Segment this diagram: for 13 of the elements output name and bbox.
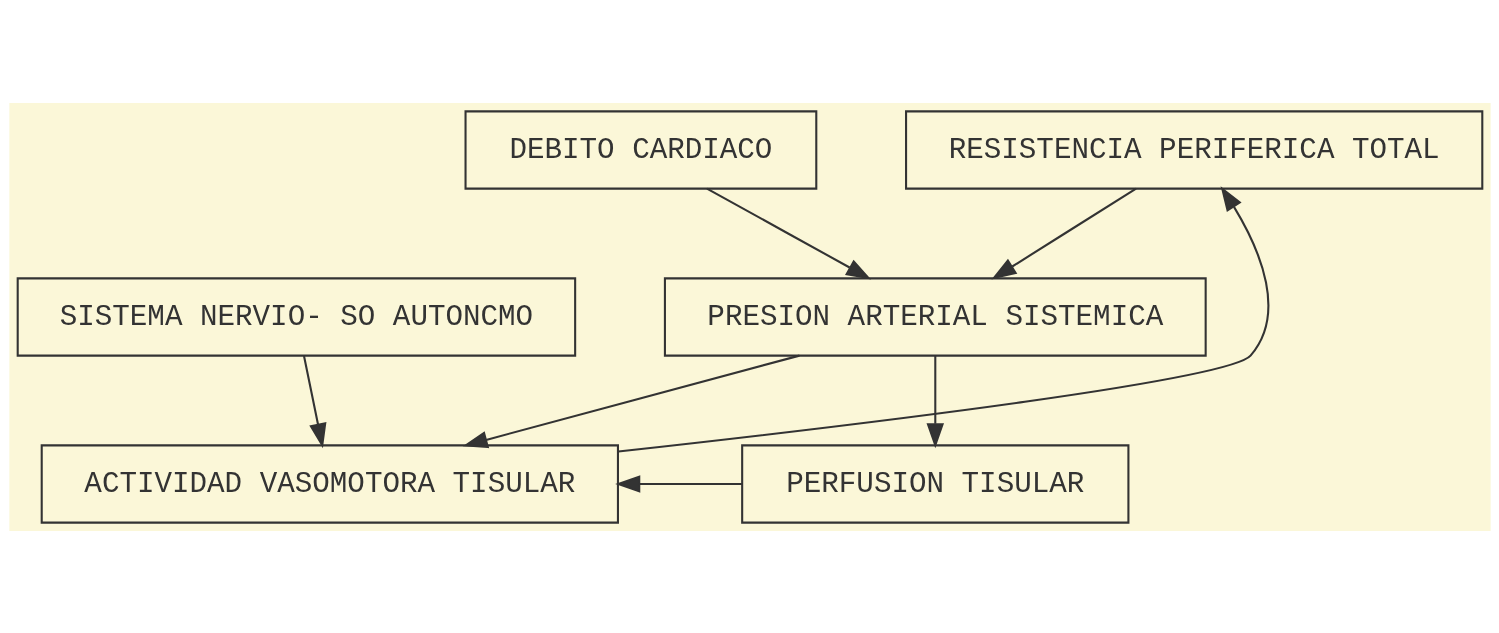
- arrow: [990, 187, 1137, 280]
- arrow: [705, 187, 871, 279]
- node-box: RESISTENCIA PERIFERICA TOTAL: [904, 109, 1483, 190]
- node-box: ACTIVIDAD VASOMOTORA TISULAR: [40, 443, 619, 524]
- arrow: [302, 355, 326, 448]
- arrow: [614, 474, 742, 493]
- arrow: [462, 354, 800, 448]
- arrow: [926, 355, 944, 448]
- node-box: DEBITO CARDIACO: [464, 109, 817, 190]
- node-box: PRESION ARTERIAL SISTEMICA: [663, 276, 1207, 357]
- node-box: SISTEMA NERVIO- SO AUTONCMO: [16, 276, 576, 357]
- arrow: [617, 185, 1269, 453]
- node-box: PERFUSION TISULAR: [740, 443, 1129, 524]
